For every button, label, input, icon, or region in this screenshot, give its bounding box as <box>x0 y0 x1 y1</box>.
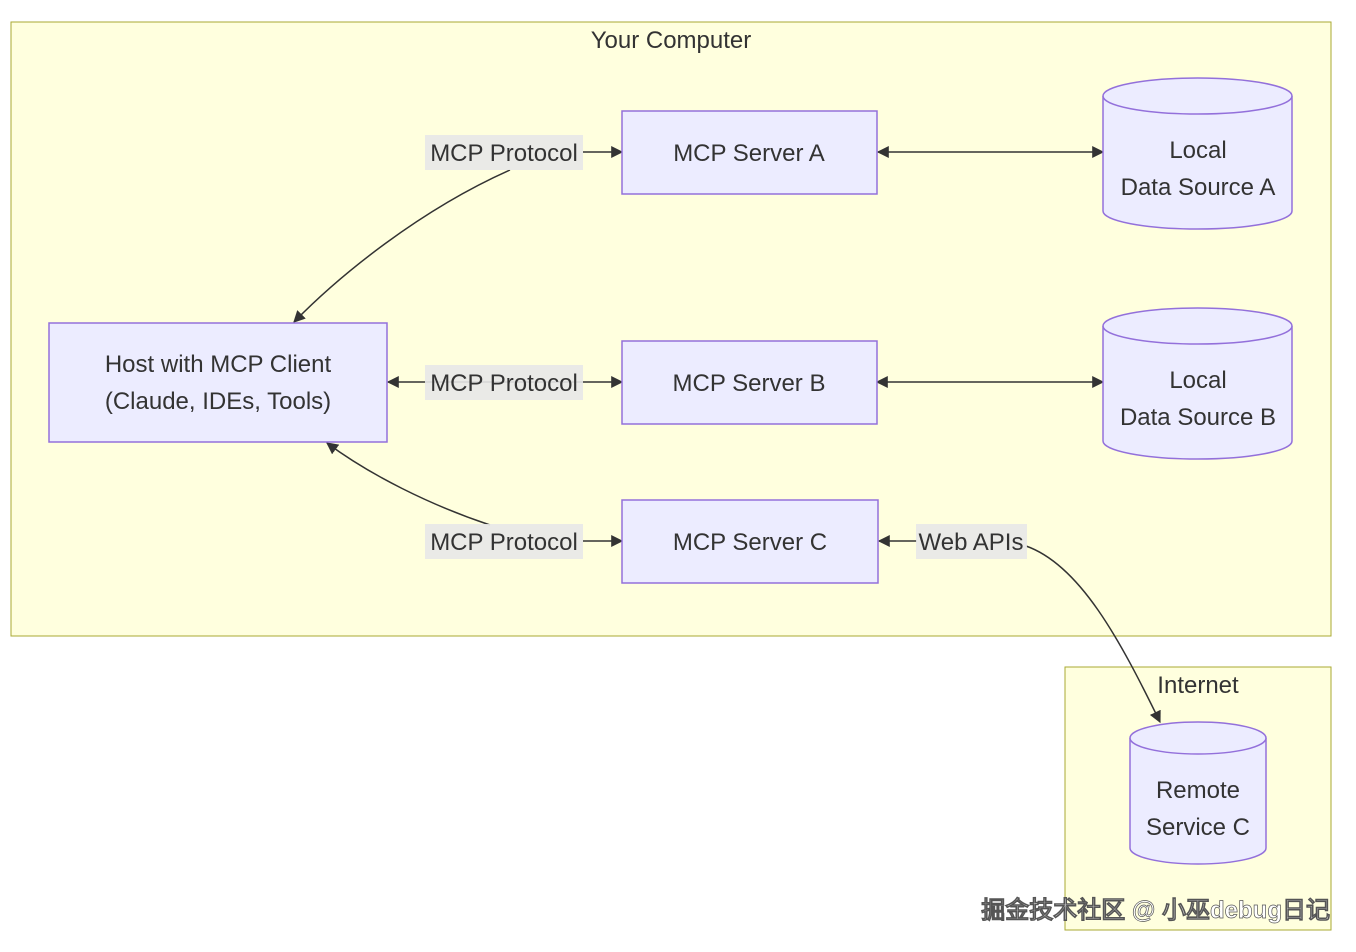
edge-label-host-c: MCP Protocol <box>425 524 583 559</box>
svg-text:Data Source B: Data Source B <box>1120 404 1276 431</box>
edge-host-to-server-c <box>327 443 622 541</box>
svg-text:Remote: Remote <box>1156 777 1240 804</box>
svg-text:MCP Protocol: MCP Protocol <box>430 370 578 397</box>
node-mcp-server-a: MCP Server A <box>621 110 878 195</box>
edge-host-to-server-a <box>294 152 622 322</box>
node-host-with-mcp-client: Host with MCP Client (Claude, IDEs, Tool… <box>48 322 388 443</box>
cluster-your-computer-title: Your Computer <box>591 27 752 54</box>
svg-text:Local: Local <box>1169 367 1226 394</box>
svg-text:MCP Server C: MCP Server C <box>673 529 827 556</box>
edge-label-web-apis: Web APIs <box>916 524 1027 559</box>
svg-text:MCP Protocol: MCP Protocol <box>430 140 578 167</box>
edge-server-c-to-remote-c <box>879 541 1160 722</box>
node-host-line-2: (Claude, IDEs, Tools) <box>105 388 331 415</box>
svg-text:MCP Server B: MCP Server B <box>673 370 826 397</box>
cluster-internet-title: Internet <box>1157 672 1239 699</box>
node-mcp-server-b: MCP Server B <box>621 340 878 425</box>
node-local-data-source-a: Local Data Source A <box>1102 77 1293 230</box>
svg-text:MCP Server A: MCP Server A <box>673 140 825 167</box>
node-mcp-server-c: MCP Server C <box>621 499 879 584</box>
svg-text:Service C: Service C <box>1146 814 1250 841</box>
node-remote-service-c: Remote Service C <box>1129 721 1267 865</box>
svg-text:MCP Protocol: MCP Protocol <box>430 529 578 556</box>
svg-text:Web APIs: Web APIs <box>919 529 1024 556</box>
svg-text:Data Source A: Data Source A <box>1121 174 1276 201</box>
svg-text:Local: Local <box>1169 137 1226 164</box>
edge-label-host-b: MCP Protocol <box>425 365 583 400</box>
node-host-line-1: Host with MCP Client <box>105 351 332 378</box>
watermark-text: 掘金技术社区 @ 小巫debug日记 <box>981 896 1330 924</box>
edge-label-host-a: MCP Protocol <box>425 135 583 170</box>
node-local-data-source-b: Local Data Source B <box>1102 307 1293 460</box>
